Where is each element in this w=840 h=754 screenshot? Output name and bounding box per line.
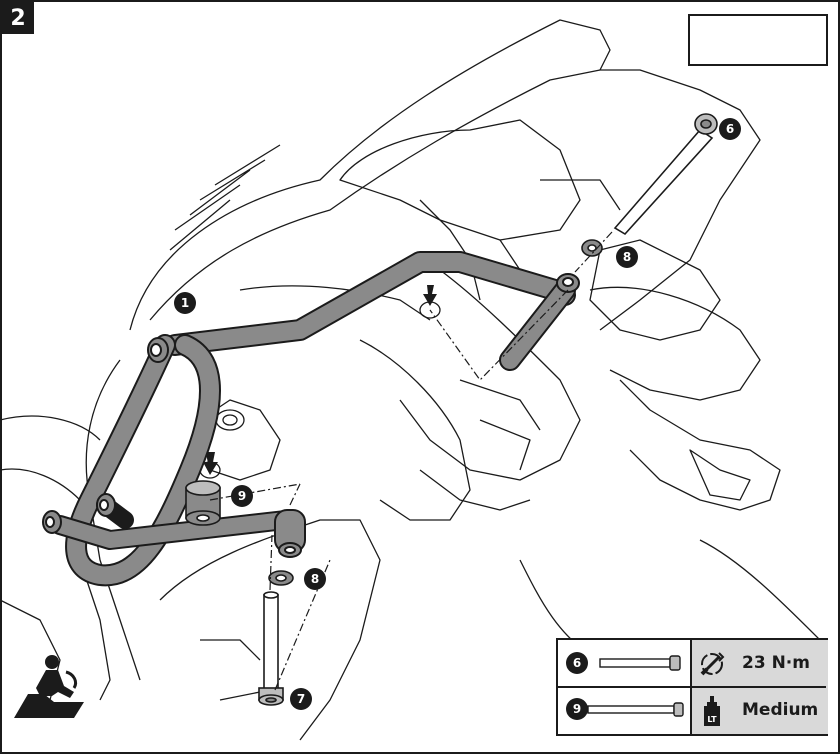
- spec-row-2-part: 9: [566, 698, 588, 720]
- bolt-part-6-upper: [613, 113, 718, 236]
- torque-spec-table: 6 9 23 N·m LT: [556, 638, 828, 736]
- spec-parts-column: 6 9: [558, 640, 690, 734]
- spec-row-1-part: 6: [566, 652, 588, 674]
- spec-row-divider: [558, 686, 826, 688]
- threadlocker-bottle-icon: LT: [704, 696, 720, 726]
- callout-part-8-lower: 8: [304, 568, 326, 590]
- threadlocker-strength: Medium: [742, 700, 819, 720]
- washers-part-8: [268, 239, 603, 586]
- step-number-badge: 2: [2, 2, 34, 34]
- callout-part-8-upper: 8: [616, 246, 638, 268]
- callout-part-9: 9: [231, 485, 253, 507]
- callout-part-7: 7: [290, 688, 312, 710]
- mechanic-kneeling-icon: [14, 655, 84, 718]
- callout-part-1: 1: [174, 292, 196, 314]
- equivalence-box: [688, 14, 828, 66]
- insertion-arrows: [203, 285, 437, 475]
- callout-part-6: 6: [719, 118, 741, 140]
- side-carrier-bracket: [42, 251, 580, 587]
- bolt-9-thumbnail: [587, 702, 684, 717]
- bolt-part-7-lower: [258, 591, 284, 706]
- spacer-part-9: [185, 480, 221, 526]
- svg-text:LT: LT: [707, 715, 717, 724]
- torque-value: 23 N·m: [742, 653, 810, 673]
- torque-wrench-icon: [700, 652, 725, 676]
- bolt-6-thumbnail: [599, 655, 681, 671]
